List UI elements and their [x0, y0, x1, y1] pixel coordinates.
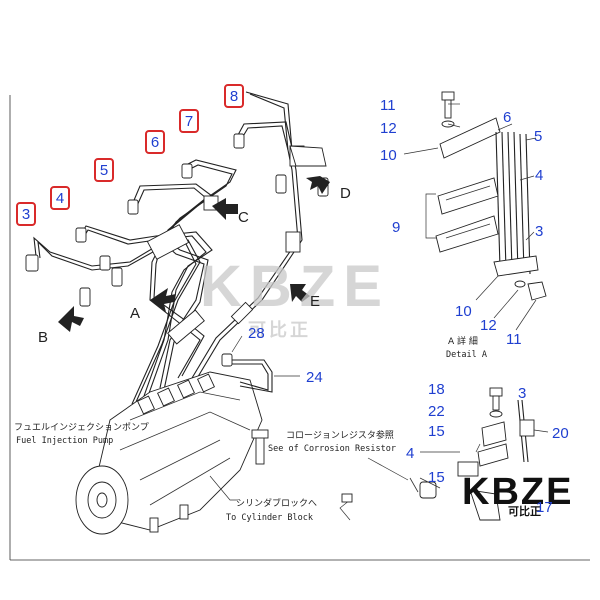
- cylinder-note-jp: シリンダブロックへ: [236, 497, 317, 509]
- callout-box-8: [224, 84, 244, 108]
- corrosion-note-en: See of Corrosion Resistor: [268, 444, 396, 454]
- corrosion-note-jp: コロージョンレジスタ参照: [286, 429, 394, 441]
- detail-num-10-top: 10: [380, 147, 397, 164]
- callout-label-5: 5: [100, 162, 108, 179]
- view-letter-e: E: [310, 293, 320, 310]
- lower-right-assembly: [409, 387, 549, 521]
- detail-num-12-top: 12: [380, 120, 397, 137]
- num-17: 17: [536, 499, 553, 516]
- num-24: 24: [306, 369, 323, 386]
- num-22: 22: [428, 403, 445, 420]
- num-18: 18: [428, 381, 445, 398]
- view-letter-d: D: [340, 185, 351, 202]
- arrow-d: [306, 176, 330, 194]
- callout-label-8: 8: [230, 88, 238, 105]
- cylinder-note-en: To Cylinder Block: [226, 513, 313, 523]
- watermark: KBZE 可比正: [200, 254, 390, 340]
- return-pipe-24: [221, 335, 300, 393]
- detail-num-11-bottom: 11: [506, 331, 522, 348]
- arrow-b: [58, 306, 84, 332]
- callout-box-6: [145, 130, 165, 154]
- view-arrows: [58, 176, 330, 332]
- watermark-latin: KBZE: [200, 254, 390, 319]
- view-letter-c: C: [238, 209, 249, 226]
- arrow-e: [290, 284, 310, 302]
- callout-box-5: [94, 158, 114, 182]
- num-15-bottom: 15: [428, 469, 445, 486]
- view-letter-group: A B C D E: [38, 185, 351, 346]
- detail-a-numbers: 11 12 10 6 5 4 9 3 10 12 11: [380, 97, 543, 348]
- frame: [9, 95, 590, 561]
- bracket-d: [289, 145, 327, 167]
- logo-cjk: 可比正: [508, 504, 541, 518]
- detail-num-5: 5: [534, 128, 542, 145]
- injection-pipes: [33, 91, 305, 405]
- arrow-c: [212, 198, 238, 220]
- pump-note-en: Fuel Injection Pump: [16, 436, 113, 446]
- detail-num-10-bottom: 10: [455, 303, 472, 320]
- callout-group: 8 7 6 5 4 3: [16, 84, 244, 226]
- num-15-top: 15: [428, 423, 445, 440]
- detail-a: [403, 91, 547, 331]
- pump-note-jp: フュエルインジェクションポンプ: [14, 422, 149, 433]
- detail-num-9: 9: [392, 219, 400, 236]
- callout-label-4: 4: [56, 190, 64, 207]
- callout-box-7: [179, 109, 199, 133]
- callout-box-3: [16, 202, 36, 226]
- detail-num-3: 3: [535, 223, 543, 240]
- detail-num-4: 4: [535, 167, 543, 184]
- kbze-logo: KBZE 可比正: [462, 471, 573, 518]
- nozzle-ends: [25, 133, 329, 307]
- detail-num-12-bottom: 12: [480, 317, 497, 334]
- num-20: 20: [552, 425, 569, 442]
- main-numbers: 28 24: [248, 325, 323, 386]
- callout-label-3: 3: [22, 206, 30, 223]
- detail-num-11-top: 11: [380, 97, 396, 114]
- logo-latin: KBZE: [462, 471, 573, 513]
- watermark-cjk: 可比正: [248, 320, 311, 340]
- notes: フュエルインジェクションポンプ Fuel Injection Pump コロージ…: [14, 335, 487, 523]
- view-letter-b: B: [38, 329, 48, 346]
- arrow-a: [150, 288, 176, 312]
- detail-num-6: 6: [503, 109, 511, 126]
- callout-label-6: 6: [151, 134, 159, 151]
- callout-label-7: 7: [185, 113, 193, 130]
- detail-title-jp: A 詳 細: [448, 335, 478, 347]
- fuel-injection-pump: [75, 371, 263, 535]
- num-4-lower: 4: [406, 445, 414, 462]
- num-3-lower: 3: [518, 385, 526, 402]
- callout-box-4: [50, 186, 70, 210]
- view-letter-a: A: [130, 305, 140, 322]
- num-28: 28: [248, 325, 265, 342]
- bolt-to-cylinder-block: [209, 429, 353, 521]
- detail-title-en: Detail A: [446, 350, 487, 360]
- lower-numbers: 18 3 22 15 20 4 15 17: [406, 381, 569, 516]
